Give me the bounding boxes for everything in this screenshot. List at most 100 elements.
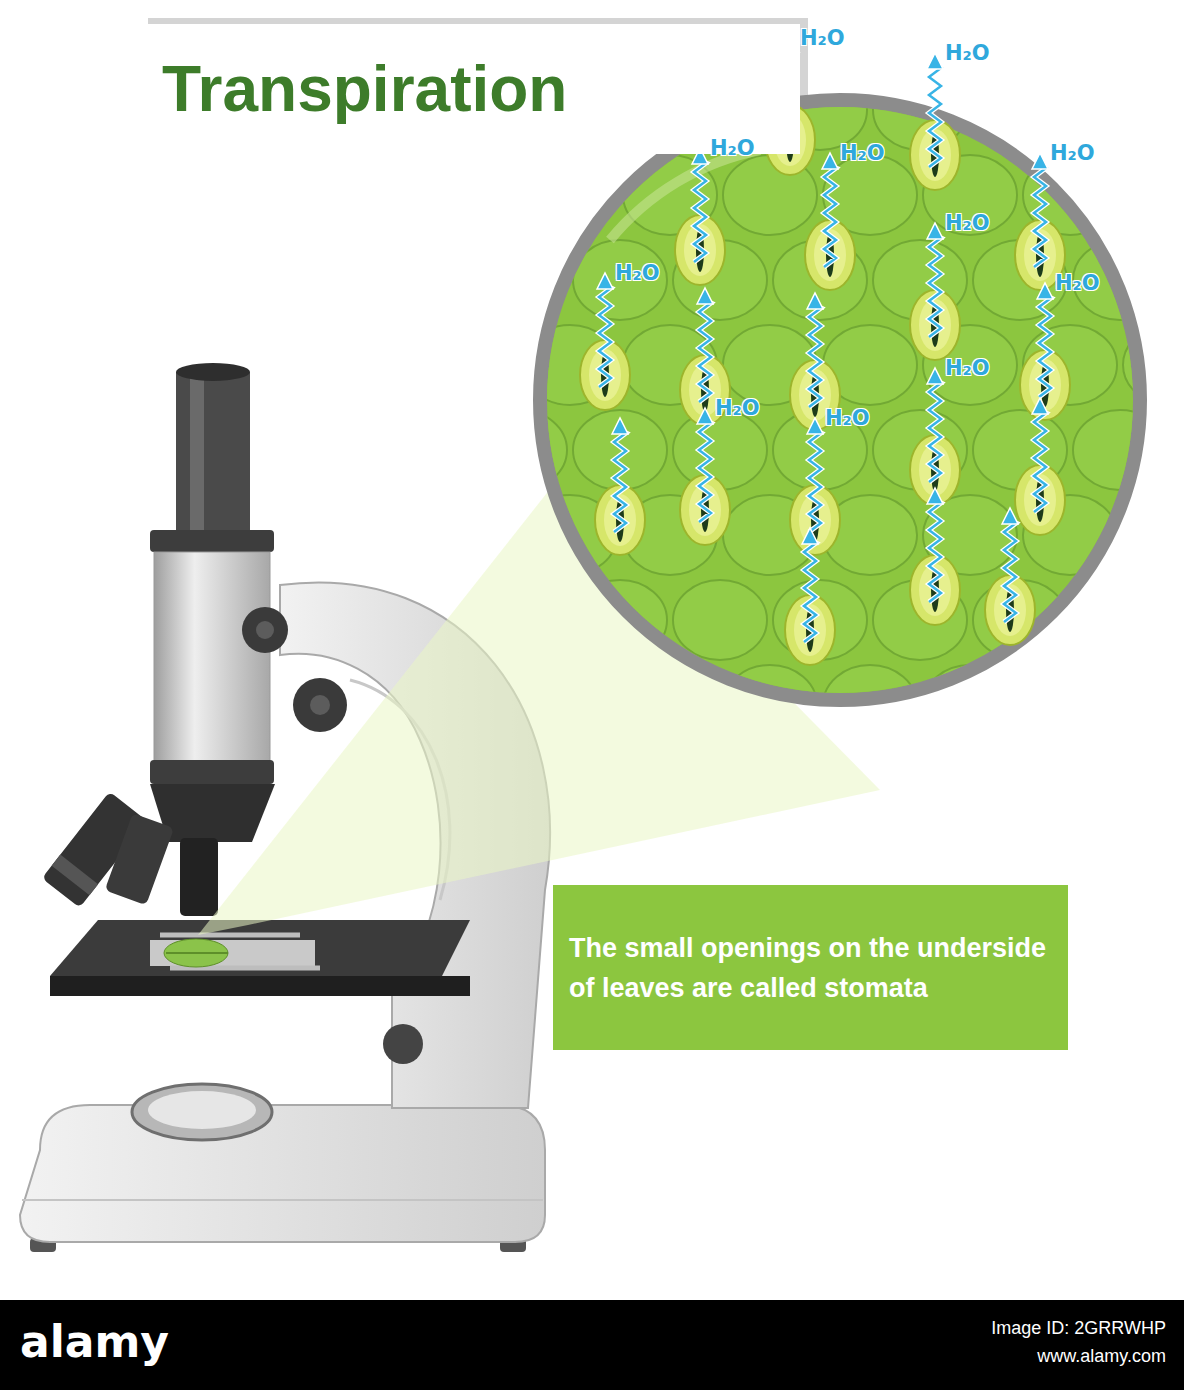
vapour-arrow (614, 430, 626, 532)
vapour-arrow (699, 420, 711, 522)
vapour-arrow (929, 380, 941, 482)
stoma (910, 368, 960, 505)
watermark: alamy (20, 1316, 169, 1367)
stoma (1020, 283, 1070, 420)
stoma (675, 148, 725, 285)
arrow-head (927, 368, 943, 384)
epidermal-cell (473, 240, 567, 320)
vapour-arrow (809, 305, 821, 407)
arrow-head (612, 418, 628, 434)
vapour-arrow (1034, 165, 1046, 267)
vapour-arrow (804, 540, 816, 642)
epidermal-cell (823, 665, 917, 745)
epidermal-cell (573, 580, 667, 660)
arrow-head (1032, 153, 1048, 169)
water-vapour-label: H₂O (1055, 271, 1100, 295)
vapour-arrow (599, 285, 611, 387)
vapour-arrow (929, 380, 941, 482)
vapour-arrow (614, 430, 626, 532)
note-text: The small openings on the underside of l… (569, 928, 1052, 1008)
arrow-head (1002, 508, 1018, 524)
water-vapour-label: H₂O (615, 261, 660, 285)
epidermal-cell (523, 665, 617, 745)
epidermal-cell (1123, 495, 1184, 575)
epidermal-cell (1123, 325, 1184, 405)
arrow-head (697, 288, 713, 304)
epidermal-cell (1173, 240, 1184, 320)
vapour-arrow (694, 160, 706, 262)
water-vapour-label: H₂O (945, 356, 990, 380)
vapour-arrow (1004, 520, 1016, 622)
arrow-head (927, 223, 943, 239)
epidermal-cell (523, 155, 617, 235)
vapour-arrow (1039, 295, 1051, 397)
vapour-arrow (929, 65, 941, 167)
note-box: The small openings on the underside of l… (553, 885, 1068, 1050)
stoma (680, 408, 730, 545)
stoma (910, 53, 960, 190)
stoma (595, 418, 645, 555)
vapour-arrow (1039, 295, 1051, 397)
epidermal-cell (1123, 155, 1184, 235)
vapour-arrow (824, 165, 836, 267)
arrow-head (802, 528, 818, 544)
epidermal-cell (723, 665, 817, 745)
epidermal-cell (623, 665, 717, 745)
epidermal-cell (1173, 580, 1184, 660)
arrow-head (822, 153, 838, 169)
stoma (1015, 153, 1065, 290)
epidermal-cell (923, 665, 1017, 745)
epidermal-cell (573, 240, 667, 320)
epidermal-cell (1073, 410, 1167, 490)
water-vapour-label: H₂O (825, 406, 870, 430)
arrow-head (697, 408, 713, 424)
epidermal-cell (573, 410, 667, 490)
stoma (910, 223, 960, 360)
stoma (1015, 398, 1065, 535)
watermark-band (0, 1300, 1184, 1390)
vapour-arrow (929, 235, 941, 337)
water-vapour-label: H₂O (715, 396, 760, 420)
vapour-arrow (929, 500, 941, 602)
epidermal-cell (473, 580, 567, 660)
epidermal-cell (1073, 580, 1167, 660)
title-box: Transpiration (148, 24, 800, 154)
vapour-arrow (1034, 410, 1046, 512)
vapour-arrow (699, 300, 711, 402)
stoma (785, 528, 835, 665)
stoma (985, 508, 1035, 645)
stoma (910, 488, 960, 625)
epidermal-cell (673, 410, 767, 490)
vapour-arrow (809, 305, 821, 407)
vapour-arrow (1034, 165, 1046, 267)
arrow-head (1037, 283, 1053, 299)
vapour-arrow (599, 285, 611, 387)
epidermal-cell (1023, 665, 1117, 745)
vapour-arrow (1034, 410, 1046, 512)
epidermal-cell (473, 410, 567, 490)
image-id: Image ID: 2GRRWHP (991, 1318, 1166, 1339)
epidermal-cell (1173, 70, 1184, 150)
water-vapour-label: H₂O (945, 211, 990, 235)
arrow-head (927, 488, 943, 504)
epidermal-cell (1173, 410, 1184, 490)
vapour-arrow (824, 165, 836, 267)
epidermal-cell (1073, 70, 1167, 150)
title-frame (148, 18, 808, 154)
epidermal-cell (1123, 665, 1184, 745)
title: Transpiration (162, 52, 567, 126)
watermark-url: www.alamy.com (1037, 1346, 1166, 1367)
vapour-arrow (699, 300, 711, 402)
arrow-head (807, 418, 823, 434)
stoma (580, 273, 630, 410)
arrow-head (927, 53, 943, 69)
vapour-arrow (809, 430, 821, 532)
water-vapour-label: H₂O (840, 141, 885, 165)
water-vapour-label: H₂O (800, 26, 845, 50)
water-vapour-label: H₂O (945, 41, 990, 65)
water-vapour-label: H₂O (710, 136, 755, 160)
vapour-arrow (699, 420, 711, 522)
